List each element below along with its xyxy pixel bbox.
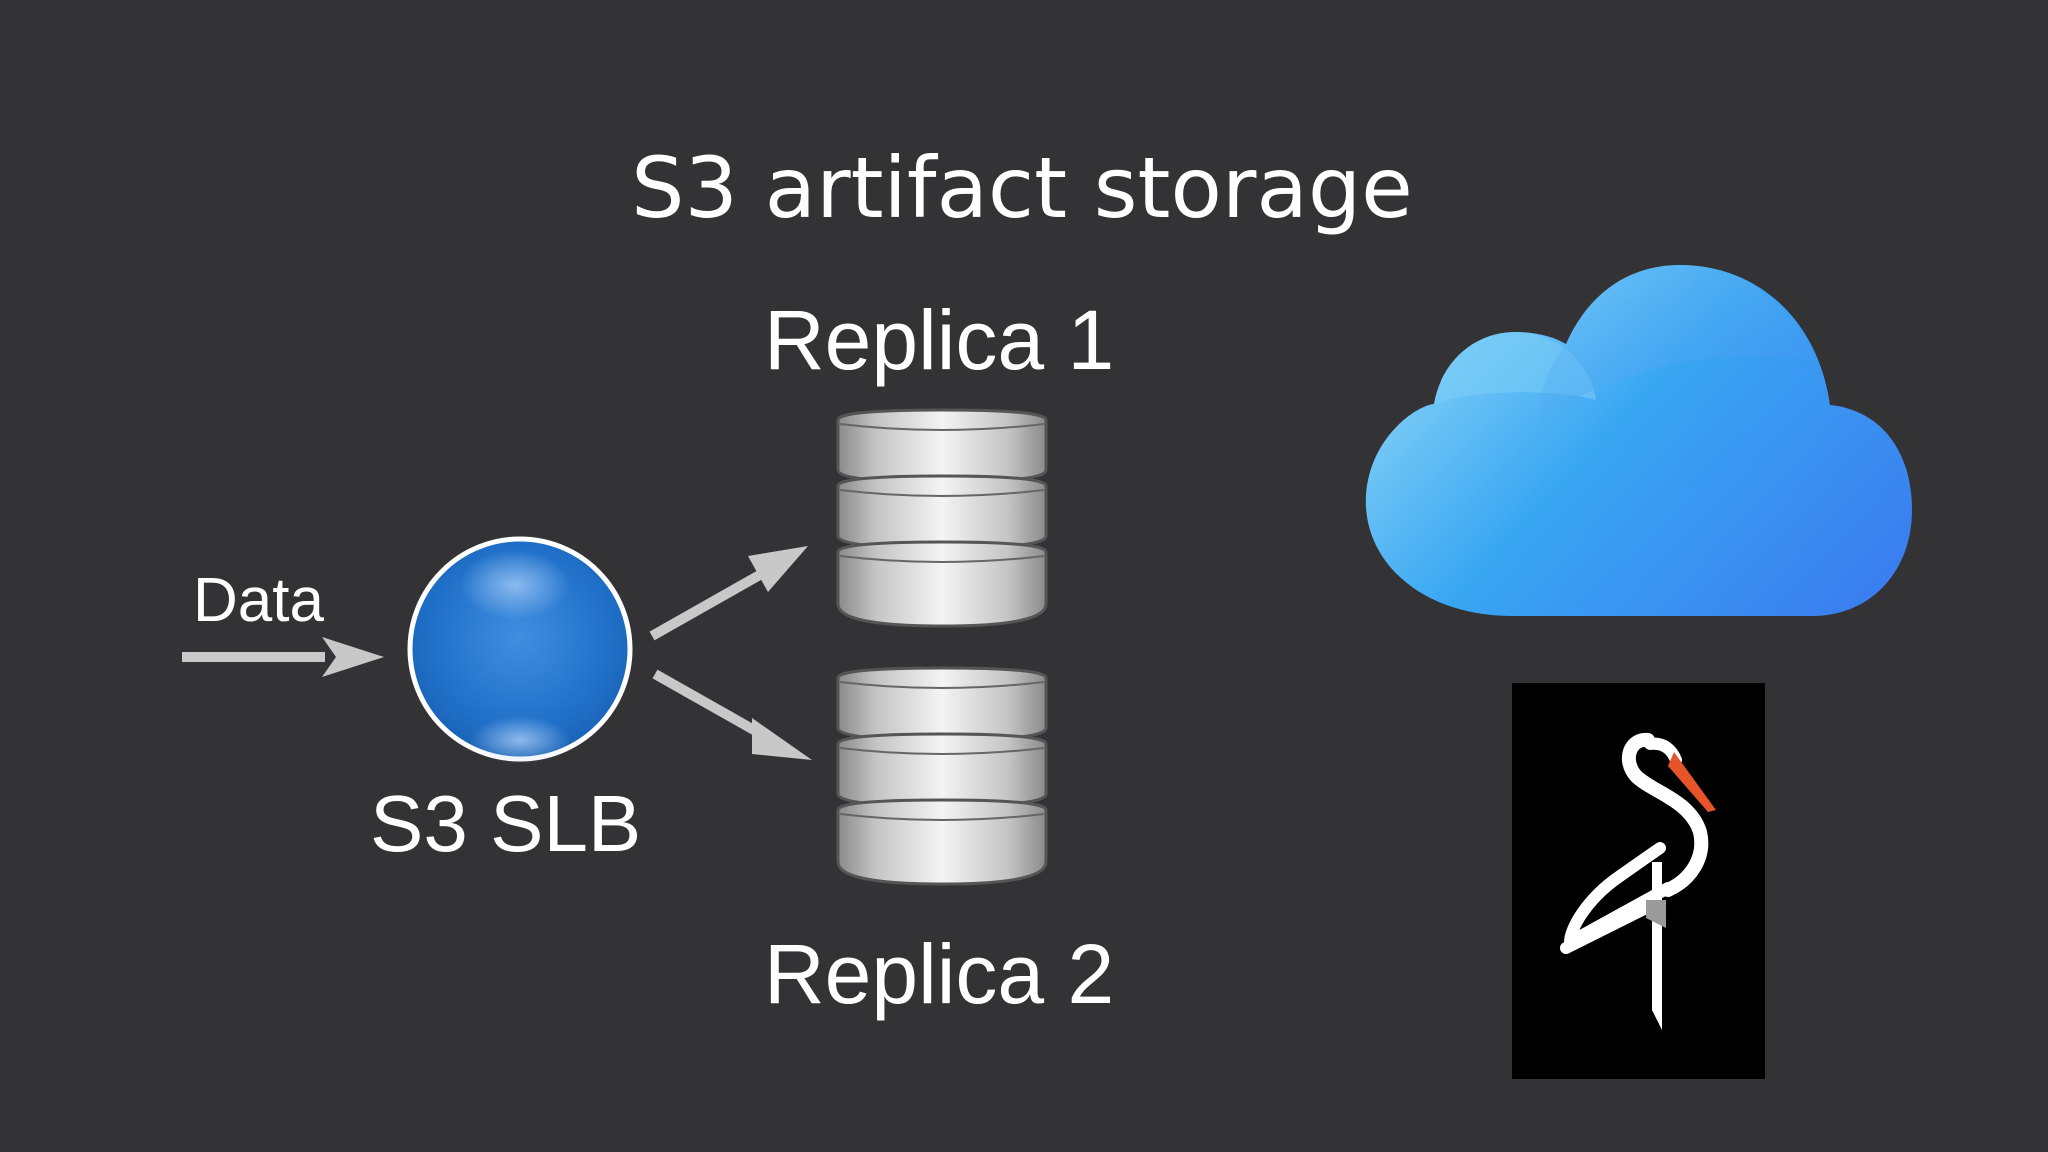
cloud-icon: [1365, 265, 1912, 616]
arrow-to-replica-2: [652, 669, 812, 760]
replica-1-label: Replica 1: [764, 293, 1115, 387]
input-arrow: [182, 637, 384, 677]
crane-logo-icon: [1512, 683, 1765, 1079]
replica-2-label: Replica 2: [764, 927, 1115, 1021]
arrow-to-replica-1: [649, 546, 808, 641]
slide-title: S3 artifact storage: [631, 139, 1413, 237]
input-label: Data: [193, 566, 324, 635]
database-stack-icon: [836, 408, 1048, 628]
balancer-label: S3 SLB: [370, 779, 642, 868]
database-stack-icon: [836, 666, 1048, 886]
blue-sphere-icon: [407, 536, 633, 764]
